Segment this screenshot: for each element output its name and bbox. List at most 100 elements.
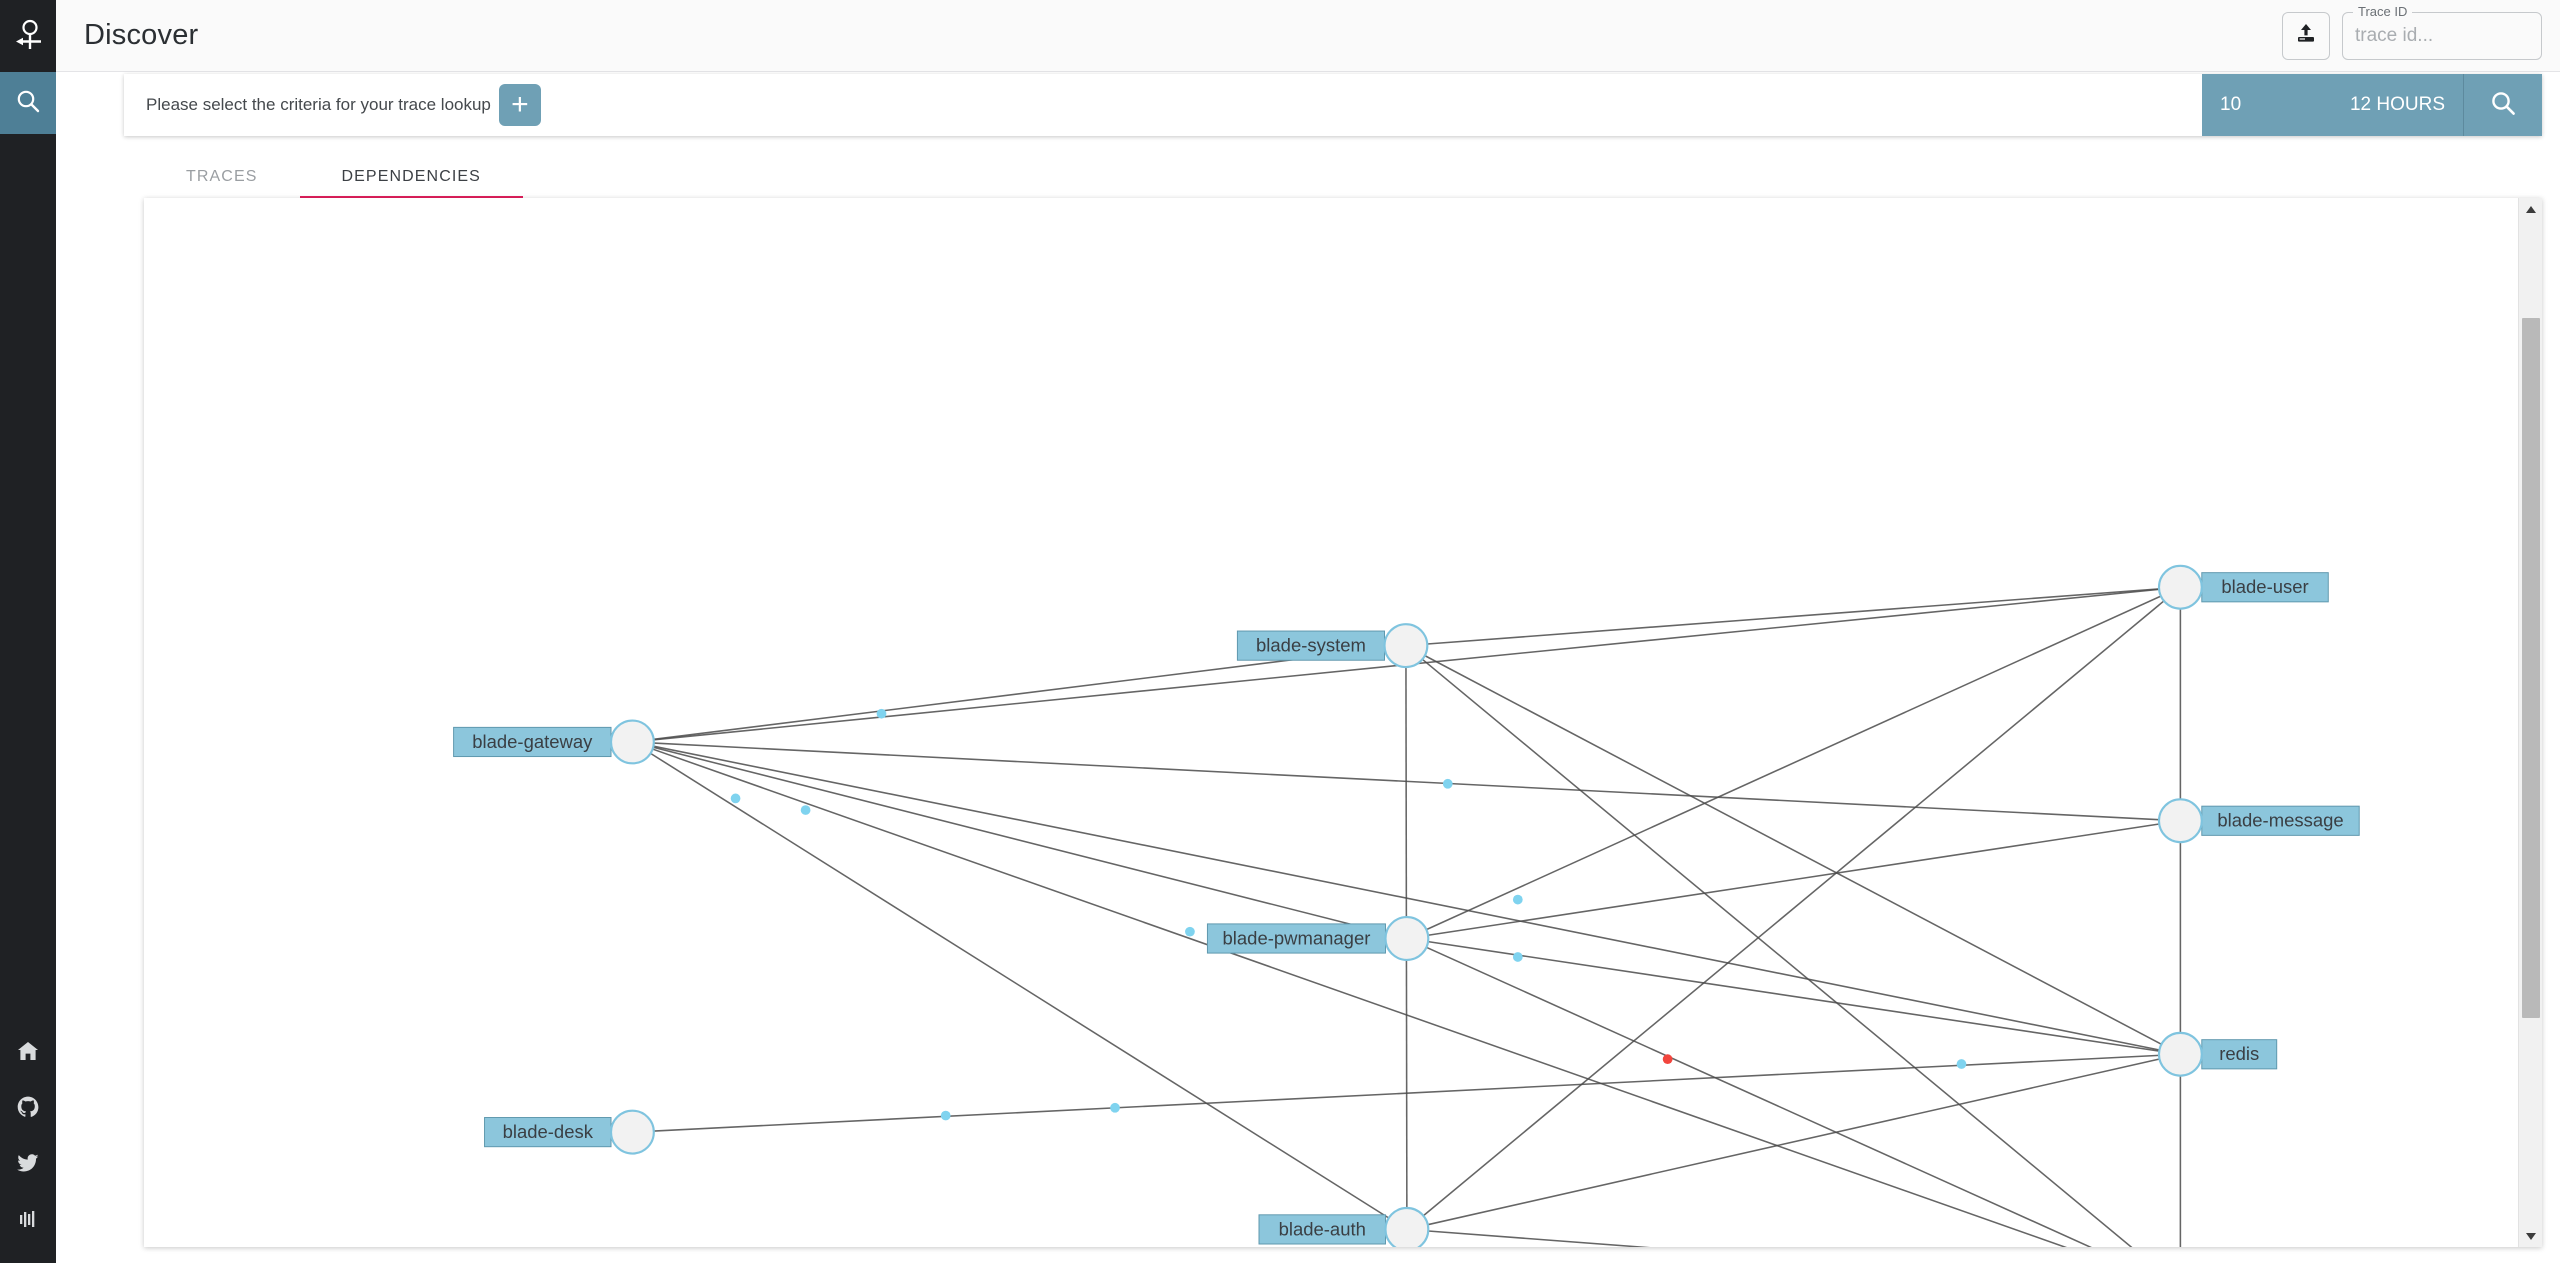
tab-traces[interactable]: TRACES [144, 154, 300, 200]
edge-layer [650, 588, 2182, 1247]
page-title: Discover [84, 19, 199, 51]
graph-node[interactable]: blade-auth [1258, 1206, 1430, 1247]
trace-id-input[interactable] [2355, 24, 2529, 47]
tab-list: TRACES DEPENDENCIES [144, 154, 2542, 200]
run-search-button[interactable] [2464, 74, 2542, 136]
graph-edge[interactable] [652, 746, 1387, 934]
limit-selector[interactable]: 10 [2220, 94, 2242, 115]
lookback-group: 10 12 HOURS [2202, 74, 2464, 136]
search-icon [15, 88, 41, 119]
edge-particle [1512, 894, 1523, 905]
graph-node[interactable]: blade-gateway [453, 719, 655, 765]
edge-particle [800, 805, 811, 815]
graph-node[interactable]: blade-user [2157, 564, 2329, 610]
node-label-text: blade-system [1256, 634, 1366, 655]
search-icon [2489, 89, 2517, 122]
node-label-text: blade-auth [1279, 1218, 1366, 1239]
trace-id-field[interactable]: Trace ID [2342, 3, 2542, 60]
node-label-box [2201, 572, 2329, 603]
zipkin-logo-icon[interactable] [0, 0, 56, 72]
particle-layer [730, 708, 1967, 1121]
edge-particle [1442, 778, 1453, 789]
dependency-graph[interactable]: blade-gateway blade-system blade-pwmanager… [144, 198, 2518, 1247]
graph-node[interactable]: blade-desk [484, 1109, 655, 1155]
dependency-graph-panel: blade-gateway blade-system blade-pwmanager… [144, 198, 2542, 1247]
tab-dependencies[interactable]: DEPENDENCIES [299, 154, 524, 200]
node-circle[interactable] [1383, 623, 1429, 669]
node-label-text: blade-desk [503, 1121, 594, 1142]
graph-edge[interactable] [1422, 600, 2165, 1217]
page-header: Discover Trace ID [56, 0, 2560, 72]
node-circle[interactable] [609, 719, 655, 765]
node-layer: blade-gateway blade-system blade-pwmanager… [453, 564, 2360, 1247]
edge-particle [1956, 1059, 1967, 1069]
graph-node[interactable]: redis [2157, 1031, 2278, 1077]
graph-edge[interactable] [1427, 823, 2160, 937]
graph-viewport[interactable]: blade-gateway blade-system blade-pwmanager… [144, 198, 2518, 1247]
edge-particle [1185, 926, 1195, 937]
graph-edge[interactable] [650, 752, 1390, 1219]
upload-json-button[interactable] [2282, 11, 2330, 60]
node-label-box [2201, 805, 2360, 836]
graph-edge[interactable] [1426, 946, 2160, 1247]
node-circle[interactable] [609, 1109, 655, 1155]
home-icon [16, 1039, 40, 1068]
sidebar-item-trace-bars[interactable] [0, 1193, 56, 1249]
add-criterion-button[interactable]: + [498, 84, 541, 126]
search-strip: Please select the criteria for your trac… [56, 72, 2560, 142]
scrollbar-up-arrow[interactable] [2519, 198, 2542, 220]
criteria-input-area[interactable]: Please select the criteria for your trac… [124, 74, 2202, 136]
graph-edge[interactable] [1427, 940, 2160, 1052]
node-label-text: blade-user [2221, 576, 2308, 597]
edge-particle [730, 793, 741, 804]
sidebar-item-search[interactable] [0, 72, 56, 134]
graph-node[interactable]: blade-pwmanager [1206, 916, 1430, 961]
node-label-text: blade-message [2217, 810, 2343, 831]
upload-icon [2295, 22, 2317, 49]
node-circle[interactable] [2157, 1031, 2203, 1077]
graph-edge[interactable] [653, 647, 1385, 741]
graph-edge[interactable] [1428, 1230, 2159, 1247]
edge-particle [940, 1110, 951, 1121]
graph-edge[interactable] [653, 1054, 2160, 1132]
trace-id-legend: Trace ID [2353, 3, 2413, 19]
edge-particle [1110, 1102, 1120, 1113]
criteria-placeholder: Please select the criteria for your trac… [146, 95, 491, 114]
search-bar: Please select the criteria for your trac… [124, 74, 2542, 136]
graph-edge[interactable] [1427, 1058, 2160, 1226]
main-column: Discover Trace ID [56, 0, 2560, 1263]
node-label-box [1258, 1214, 1386, 1245]
graph-edge[interactable] [1421, 658, 2164, 1247]
node-label-box [1206, 923, 1386, 954]
edge-particle [876, 708, 887, 719]
trace-bars-icon [16, 1207, 40, 1236]
node-circle[interactable] [1384, 916, 1430, 961]
graph-edge[interactable] [1424, 654, 2162, 1045]
left-rail-bottom-group [0, 1025, 56, 1249]
graph-edge[interactable] [1427, 588, 2160, 645]
node-circle[interactable] [2157, 564, 2203, 610]
scrollbar-thumb[interactable] [2522, 318, 2540, 1018]
github-icon [16, 1095, 40, 1124]
edge-particle [1662, 1054, 1673, 1065]
node-label-text: blade-pwmanager [1223, 927, 1371, 948]
node-label-box [1236, 630, 1385, 661]
node-label-text: redis [2219, 1043, 2259, 1064]
graph-edge[interactable] [1426, 595, 2162, 931]
graph-node[interactable]: blade-message [2157, 798, 2360, 844]
node-label-text: blade-gateway [472, 731, 593, 752]
sidebar-item-twitter[interactable] [0, 1137, 56, 1193]
graph-scrollbar[interactable] [2518, 198, 2542, 1247]
sidebar-item-github[interactable] [0, 1081, 56, 1137]
tabs-container: TRACES DEPENDENCIES [56, 142, 2560, 200]
edge-particle [1512, 952, 1523, 962]
sidebar-item-home[interactable] [0, 1025, 56, 1081]
lookback-selector[interactable]: 12 HOURS [2307, 74, 2464, 136]
twitter-icon [16, 1151, 40, 1180]
node-circle[interactable] [1384, 1206, 1430, 1247]
graph-node[interactable]: blade-system [1236, 623, 1429, 669]
scrollbar-down-arrow[interactable] [2519, 1225, 2542, 1247]
header-actions: Trace ID [2282, 3, 2542, 60]
node-circle[interactable] [2157, 798, 2203, 844]
